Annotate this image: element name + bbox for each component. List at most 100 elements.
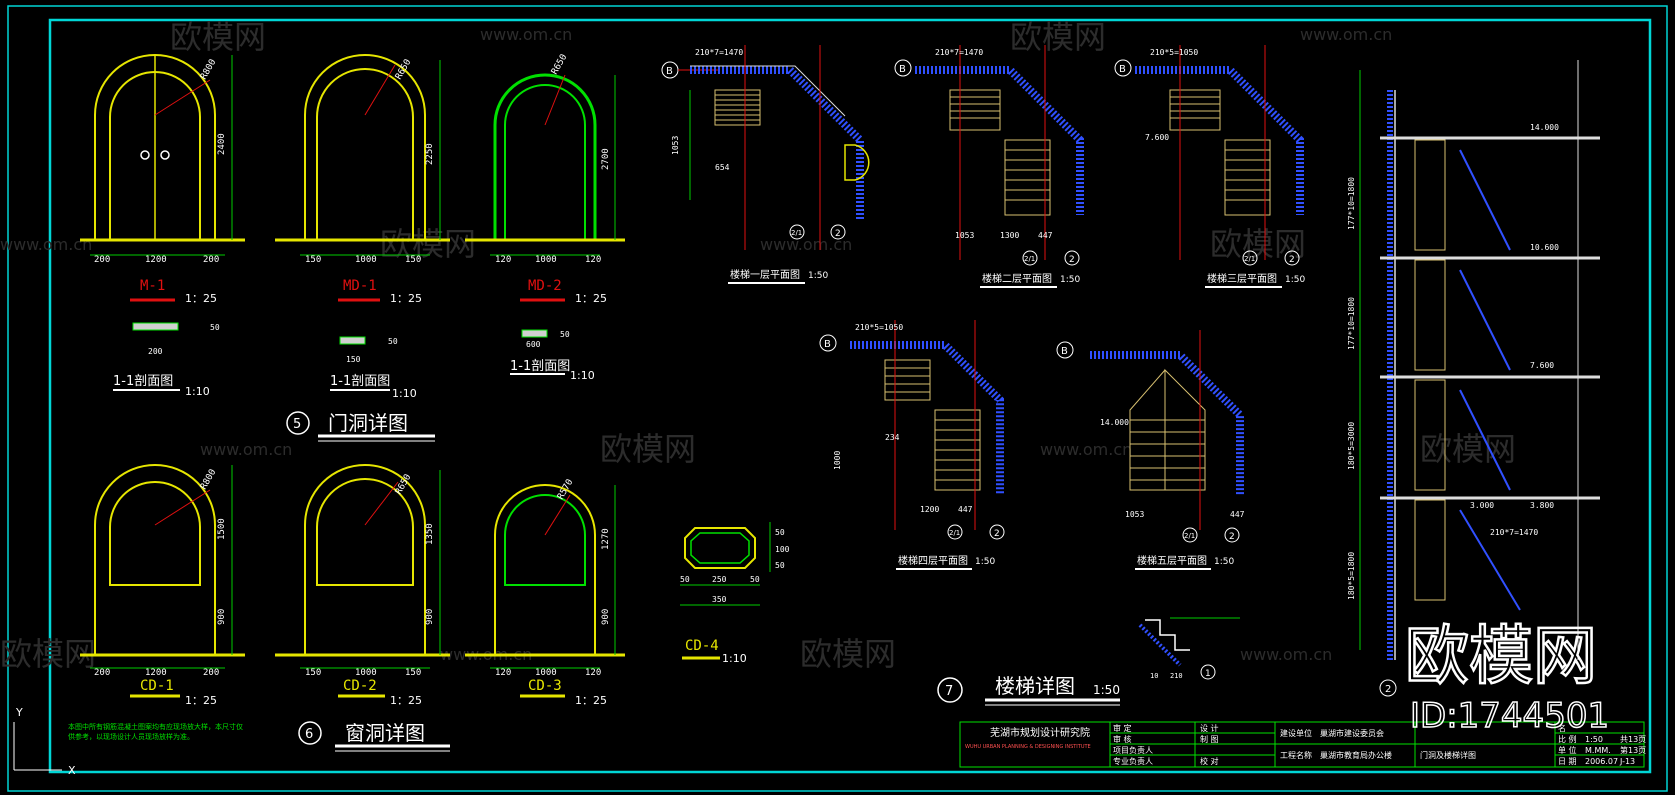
- stair-plan-scale: 1:50: [1060, 275, 1080, 285]
- dim-text: 1200: [920, 505, 939, 514]
- axis-b: B: [899, 64, 906, 75]
- title-number: 5: [293, 417, 301, 432]
- watermark-brand: 欧模网: [600, 430, 696, 468]
- dim-text: 1500: [217, 518, 227, 540]
- tb-page: 第13页: [1620, 745, 1646, 755]
- window-detail-title-text: 窗洞详图: [345, 721, 425, 745]
- axis-2: 2: [1069, 255, 1075, 265]
- scale-text: 1：25: [575, 292, 607, 305]
- stair-plan-5[interactable]: B 14.000 1053 447 2/1 2 楼梯五层平面图 1:50: [1056, 330, 1245, 570]
- dim-text: 50: [775, 561, 785, 570]
- axis-2: 2: [1289, 255, 1295, 265]
- elevation-text: 10.600: [1530, 243, 1559, 252]
- stair-plan-1[interactable]: B 210*7=1470 654 1053 2/1 2 楼梯一层平面图 1:50: [661, 45, 870, 284]
- section-title: 1-1剖面图: [330, 374, 390, 389]
- stair-plan-scale: 1:50: [808, 271, 828, 281]
- door-label-m1: M-1: [140, 278, 165, 294]
- dim-text: 654: [715, 163, 730, 172]
- axis-2: 2: [1229, 532, 1235, 542]
- dim-text: 2700: [601, 148, 611, 170]
- tb-meta: 名: [1558, 723, 1566, 733]
- tb-row: 校 对: [1200, 756, 1219, 766]
- tb-client: 巢湖市建设委员会: [1320, 728, 1384, 738]
- section-scale: 1:10: [392, 387, 417, 400]
- title-block: 芜湖市规划设计研究院 WUHU URBAN PLANNING & DESIGNI…: [959, 721, 1646, 768]
- construction-note: 本图中所有钢筋混凝土图案均有应现场放大样，本尺寸仅供参考，以现场设计人员现场放样…: [68, 723, 243, 741]
- dim-text: 2250: [425, 143, 435, 165]
- dim-text: 200: [148, 347, 163, 356]
- axis-2: 2: [994, 529, 1000, 539]
- stair-plan-scale: 1:50: [975, 557, 995, 567]
- stair-detail-title-text: 楼梯详图: [995, 674, 1075, 698]
- tb-client-label: 建设单位: [1280, 728, 1312, 738]
- stair-step-detail[interactable]: 10 210 1: [1138, 617, 1240, 680]
- dim-text: 1053: [671, 136, 680, 155]
- dim-text: 177*10=1800: [1347, 297, 1356, 350]
- dim-text: 200: [203, 255, 219, 265]
- dim-text: 1000: [355, 255, 377, 265]
- dim-text: 1300: [1000, 231, 1019, 240]
- window-cd2[interactable]: 150 1000 150 1350 900 R650 CD-2 1：25: [275, 464, 450, 707]
- radius-text: R570: [556, 478, 576, 502]
- dim-text: 150: [346, 355, 361, 364]
- window-cd1[interactable]: 200 1200 200 1500 900 R800 CD-1 1：25: [80, 464, 245, 707]
- radius-text: R800: [199, 468, 219, 492]
- elevation-text: 14.000: [1530, 123, 1559, 132]
- drawing-frame: [7, 5, 1668, 792]
- section-scale: 1:10: [570, 369, 595, 382]
- axis-2: 2: [1385, 684, 1391, 695]
- scale-text: 1：25: [390, 292, 422, 305]
- dim-text: 210*7=1470: [935, 48, 983, 57]
- title-number: 6: [305, 727, 313, 742]
- section-title: 1-1剖面图: [113, 374, 173, 389]
- dim-text: 1053: [955, 231, 974, 240]
- radius-text: R650: [394, 58, 414, 82]
- stair-plan-4[interactable]: B 210*5=1050 234 1200 447 1000 2/1 2 楼梯四…: [819, 320, 1005, 570]
- dim-text: 1000: [833, 451, 842, 470]
- elevation-text: 7.600: [1530, 361, 1554, 370]
- dim-text: 1200: [145, 668, 167, 678]
- dim-text: 210*7=1470: [1490, 528, 1538, 537]
- stair-plan-title: 楼梯二层平面图: [982, 272, 1052, 285]
- stair-plan-scale: 1:50: [1214, 557, 1234, 567]
- dim-text: 150: [405, 255, 421, 265]
- scale-text: 1：25: [185, 694, 217, 707]
- dim-text: 180*5=3000: [1347, 422, 1356, 470]
- door-detail-title-text: 门洞详图: [328, 411, 408, 435]
- tb-project-label: 工程名称: [1280, 750, 1312, 760]
- stair-plan-title: 楼梯五层平面图: [1137, 554, 1207, 567]
- tb-meta-val: 2006.07: [1585, 757, 1618, 766]
- watermark-brand: 欧模网: [800, 635, 896, 673]
- door-md2[interactable]: 120 1000 120 2700 R650 MD-2 1：25 600 50 …: [465, 53, 625, 382]
- watermark-url: www.om.cn: [0, 235, 92, 254]
- radius-text: R650: [550, 53, 570, 77]
- title-number: 7: [945, 684, 953, 699]
- tb-sheet: J-13: [1619, 757, 1635, 766]
- tb-row: 设 计: [1200, 723, 1219, 733]
- tb-project: 巢湖市教育局办公楼: [1320, 750, 1392, 760]
- scale-text: 1：25: [575, 694, 607, 707]
- stair-plan-2[interactable]: B 210*7=1470 1053 1300 447 2/1 2 楼梯二层平面图…: [894, 45, 1084, 288]
- org-name: 芜湖市规划设计研究院: [990, 726, 1090, 739]
- stair-plan-3[interactable]: B 210*5=1050 7.600 2/1 2 楼梯三层平面图 1:50: [1114, 45, 1305, 288]
- stair-section[interactable]: 177*10=1800 177*10=1800 180*5=3000 180*5…: [1347, 60, 1600, 697]
- door-m1[interactable]: 200 1200 200 2400 R800 M-1 1：25 200 50 1…: [80, 54, 245, 398]
- window-detail-title: 6 窗洞详图: [298, 721, 450, 752]
- elevation-text: 3.800: [1530, 501, 1554, 510]
- dim-text: 1350: [425, 523, 435, 545]
- dim-text: 210*5=1050: [855, 323, 903, 332]
- big-brand-watermark: 欧模网: [1405, 620, 1597, 694]
- dim-text: 120: [495, 255, 511, 265]
- axis-21: 2/1: [791, 229, 802, 237]
- door-md1[interactable]: 150 1000 150 2250 R650 MD-1 1：25 150 50 …: [275, 54, 450, 400]
- window-cd4[interactable]: 50 100 50 50 250 50 350 CD-4 1:10: [680, 522, 790, 665]
- stair-plan-title: 楼梯三层平面图: [1207, 272, 1277, 285]
- section-title: 1-1剖面图: [510, 359, 570, 374]
- dim-text: 120: [585, 668, 601, 678]
- dim-text: 210: [1170, 672, 1183, 680]
- stair-detail-scale: 1:50: [1093, 683, 1120, 697]
- window-cd3[interactable]: 120 1000 120 1270 900 R570 CD-3 1：25: [465, 478, 625, 707]
- dim-text: 1000: [355, 668, 377, 678]
- watermark-brand: 欧模网: [1420, 430, 1516, 468]
